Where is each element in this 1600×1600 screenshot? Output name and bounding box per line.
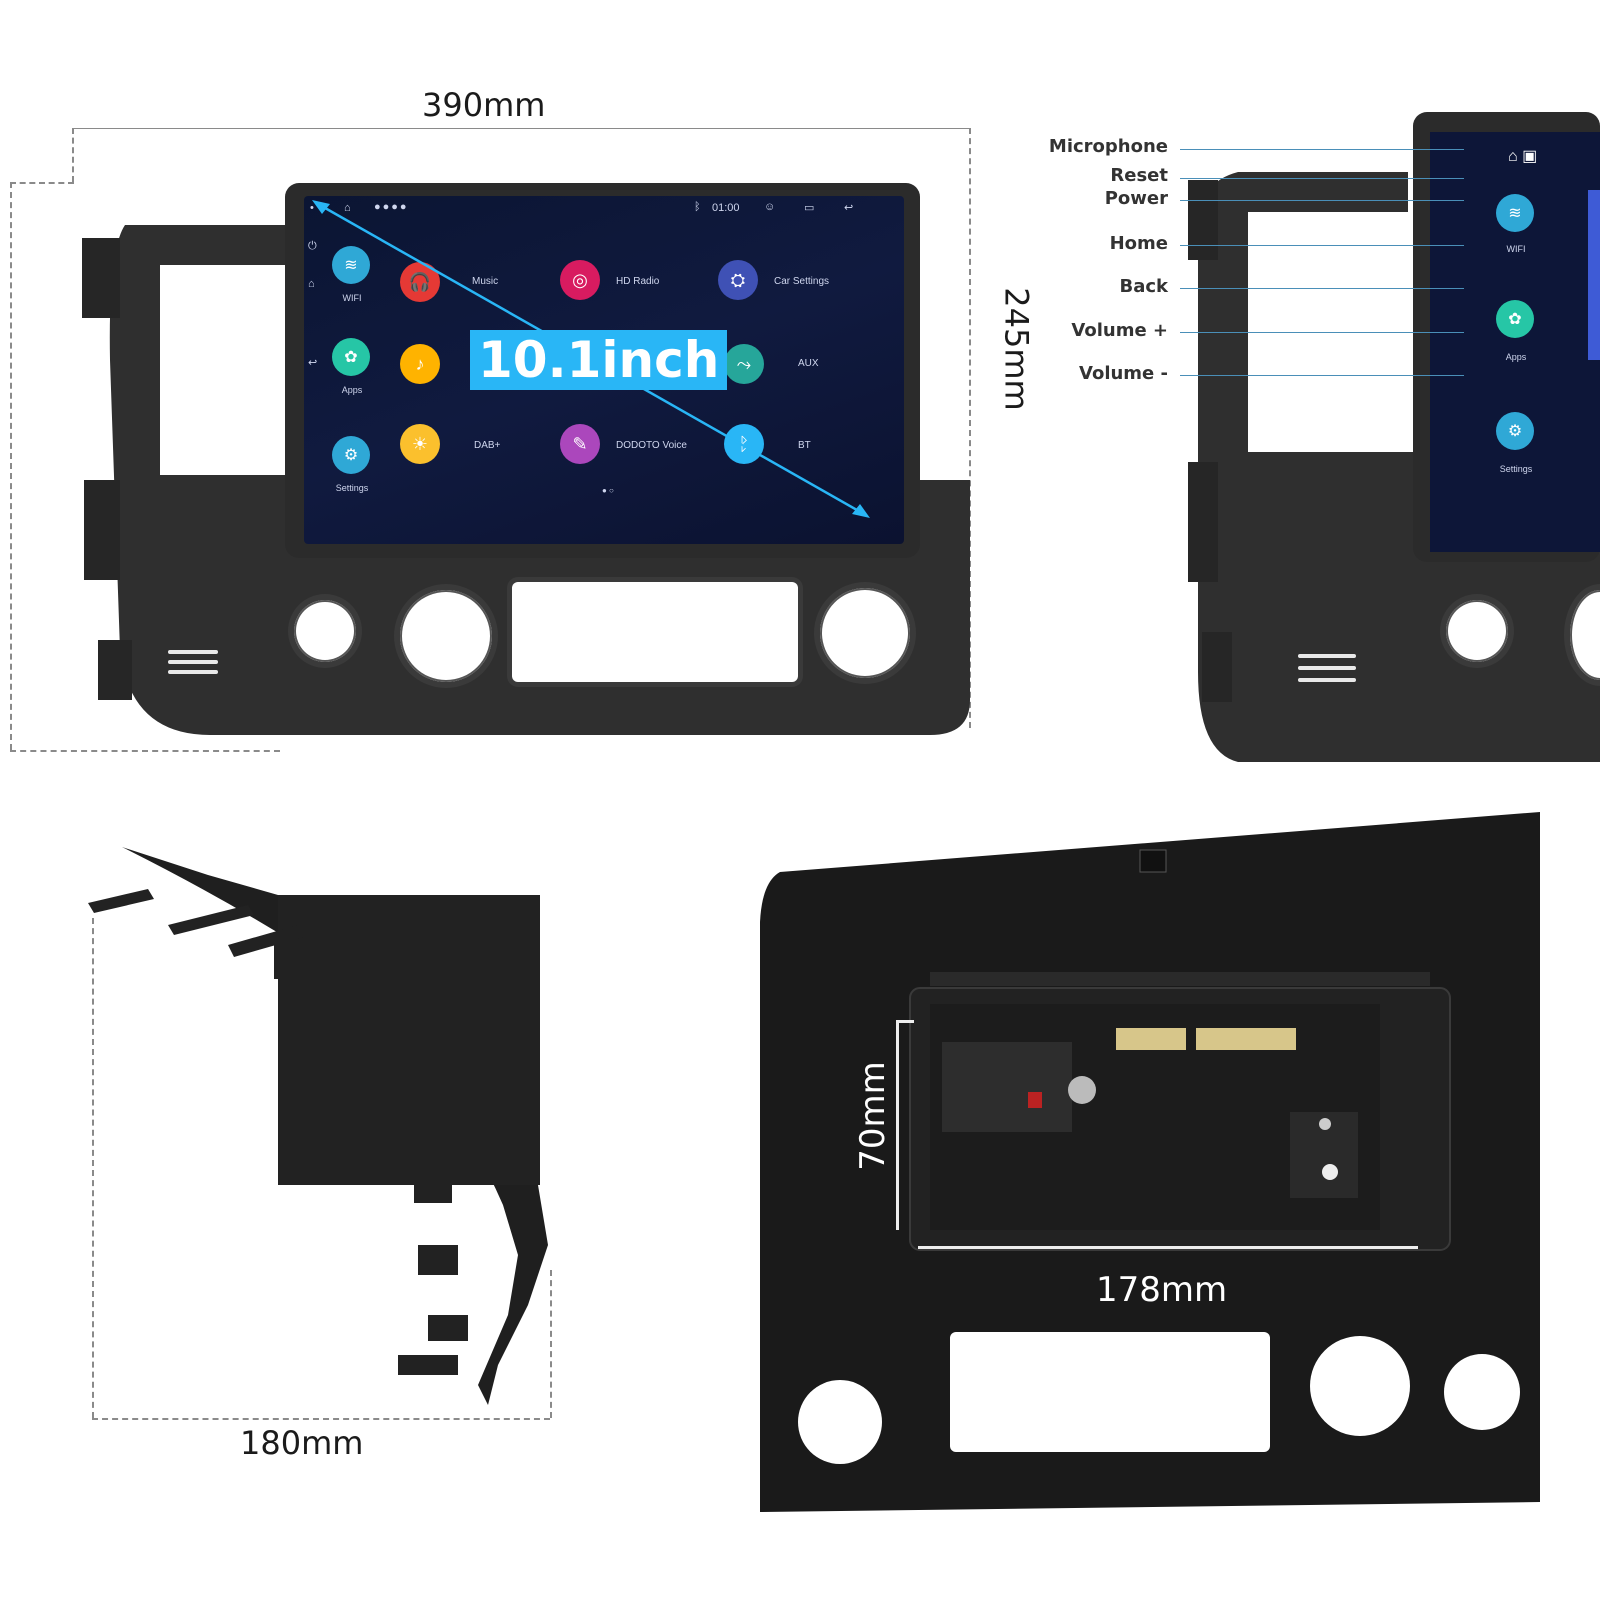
depth-right-tick bbox=[550, 1270, 552, 1418]
depth-left-line bbox=[92, 918, 94, 1418]
window-icon[interactable]: ▭ bbox=[804, 202, 815, 214]
settings-icon[interactable]: ⚙ bbox=[332, 436, 370, 474]
vent-slat bbox=[168, 660, 218, 664]
microphone-label: Microphone bbox=[1048, 136, 1168, 157]
back-label: Back bbox=[1119, 276, 1168, 297]
aux-app-label: AUX bbox=[798, 358, 819, 369]
microphone-line bbox=[1180, 149, 1464, 150]
depth-bottom-line bbox=[92, 1418, 550, 1420]
callout-settings-label: Settings bbox=[1499, 464, 1533, 474]
callout-left-knob bbox=[1446, 600, 1508, 662]
vent-slat bbox=[168, 650, 218, 654]
left-vent-knob bbox=[294, 600, 356, 662]
wifi-icon[interactable]: ≋ bbox=[332, 246, 370, 284]
bluetooth-status-icon: ᛒ bbox=[694, 201, 701, 213]
rail-dot-icon[interactable]: • bbox=[310, 202, 314, 214]
rail-back-icon[interactable]: ↩ bbox=[308, 357, 318, 369]
callout-screen-sliver bbox=[1588, 190, 1600, 360]
settings-label: Settings bbox=[335, 483, 369, 493]
bt-app-icon[interactable]: ᛒ bbox=[724, 424, 764, 464]
notification-dots: ●●●● bbox=[374, 201, 409, 213]
music-app-label: Music bbox=[472, 276, 499, 287]
side-dash-frame bbox=[1188, 112, 1600, 762]
car-settings-app-label: Car Settings bbox=[774, 276, 830, 287]
user-icon[interactable]: ☺ bbox=[764, 201, 776, 213]
height-dimension-label: 245mm bbox=[997, 287, 1036, 411]
dab-app-label: DAB+ bbox=[474, 440, 501, 451]
aux-app-icon-left[interactable]: ♪ bbox=[400, 344, 440, 384]
depth-dimension-label: 180mm bbox=[240, 1424, 364, 1462]
cage-width-line bbox=[918, 1246, 1418, 1249]
page-indicator: ● ○ bbox=[602, 486, 614, 495]
callout-apps-icon[interactable]: ✿ bbox=[1496, 300, 1534, 338]
voice-app-icon[interactable]: ✎ bbox=[560, 424, 600, 464]
volume-up-label: Volume + bbox=[1071, 320, 1168, 341]
callout-home-status-icon: ⌂ ▣ bbox=[1508, 148, 1538, 165]
rear-frame bbox=[760, 812, 1540, 1512]
voice-app-label: DODOTO Voice bbox=[616, 440, 687, 451]
width-dimension-line bbox=[72, 128, 970, 129]
center-slot bbox=[512, 582, 798, 682]
back-line bbox=[1180, 288, 1464, 289]
height-bottom-tick bbox=[10, 750, 280, 752]
back-status-icon[interactable]: ↩ bbox=[844, 202, 854, 214]
head-unit-screen[interactable]: ⌂ ●●●● ᛒ 01:00 ☺ ▭ ↩ • ⏻ ⌂ ↩ ≋ WIFI ✿ Ap… bbox=[304, 196, 904, 544]
callout-wifi-icon[interactable]: ≋ bbox=[1496, 194, 1534, 232]
apps-icon[interactable]: ✿ bbox=[332, 338, 370, 376]
home-status-icon[interactable]: ⌂ bbox=[344, 202, 351, 214]
wifi-label: WIFI bbox=[342, 293, 362, 303]
power-label: Power bbox=[1104, 188, 1168, 209]
aux-app-icon-right[interactable]: ⤳ bbox=[724, 344, 764, 384]
dab-app-icon[interactable]: ☀ bbox=[400, 424, 440, 464]
vent-slat bbox=[1298, 678, 1356, 682]
callout-apps-label: Apps bbox=[1505, 352, 1527, 362]
car-settings-app-icon[interactable]: ⛭ bbox=[718, 260, 758, 300]
callout-wifi-label: WIFI bbox=[1506, 244, 1526, 254]
vent-slat bbox=[1298, 666, 1356, 670]
volume-up-line bbox=[1180, 332, 1464, 333]
vent-slat bbox=[1298, 654, 1356, 658]
width-dimension-label: 390mm bbox=[422, 86, 546, 124]
apps-label: Apps bbox=[341, 385, 363, 395]
cage-width-label: 178mm bbox=[1096, 1270, 1228, 1310]
cage-height-line bbox=[896, 1020, 899, 1230]
cage-height-top-tick bbox=[896, 1020, 914, 1023]
height-left-line bbox=[10, 182, 12, 750]
rail-home-icon[interactable]: ⌂ bbox=[308, 278, 315, 290]
bt-app-label: BT bbox=[798, 440, 811, 451]
screen-size-badge: 10.1inch bbox=[470, 330, 728, 390]
clock-text: 01:00 bbox=[712, 202, 740, 214]
height-top-tick bbox=[10, 182, 74, 184]
cage-height-label: 70mm bbox=[852, 1061, 893, 1171]
reset-line bbox=[1180, 178, 1464, 179]
reset-label: Reset bbox=[1110, 165, 1168, 186]
callout-settings-icon[interactable]: ⚙ bbox=[1496, 412, 1534, 450]
volume-down-label: Volume - bbox=[1079, 363, 1168, 384]
hd-radio-app-label: HD Radio bbox=[616, 276, 660, 287]
power-line bbox=[1180, 200, 1464, 201]
hd-radio-app-icon[interactable]: ◎ bbox=[560, 260, 600, 300]
home-line bbox=[1180, 245, 1464, 246]
right-control-knob bbox=[820, 588, 910, 678]
width-right-tick bbox=[969, 128, 971, 728]
home-label: Home bbox=[1109, 233, 1168, 254]
vent-slat bbox=[168, 670, 218, 674]
rail-power-icon[interactable]: ⏻ bbox=[308, 240, 317, 252]
width-left-tick bbox=[72, 128, 74, 182]
volume-down-line bbox=[1180, 375, 1464, 376]
left-control-knob bbox=[400, 590, 492, 682]
side-profile-frame bbox=[88, 847, 548, 1405]
